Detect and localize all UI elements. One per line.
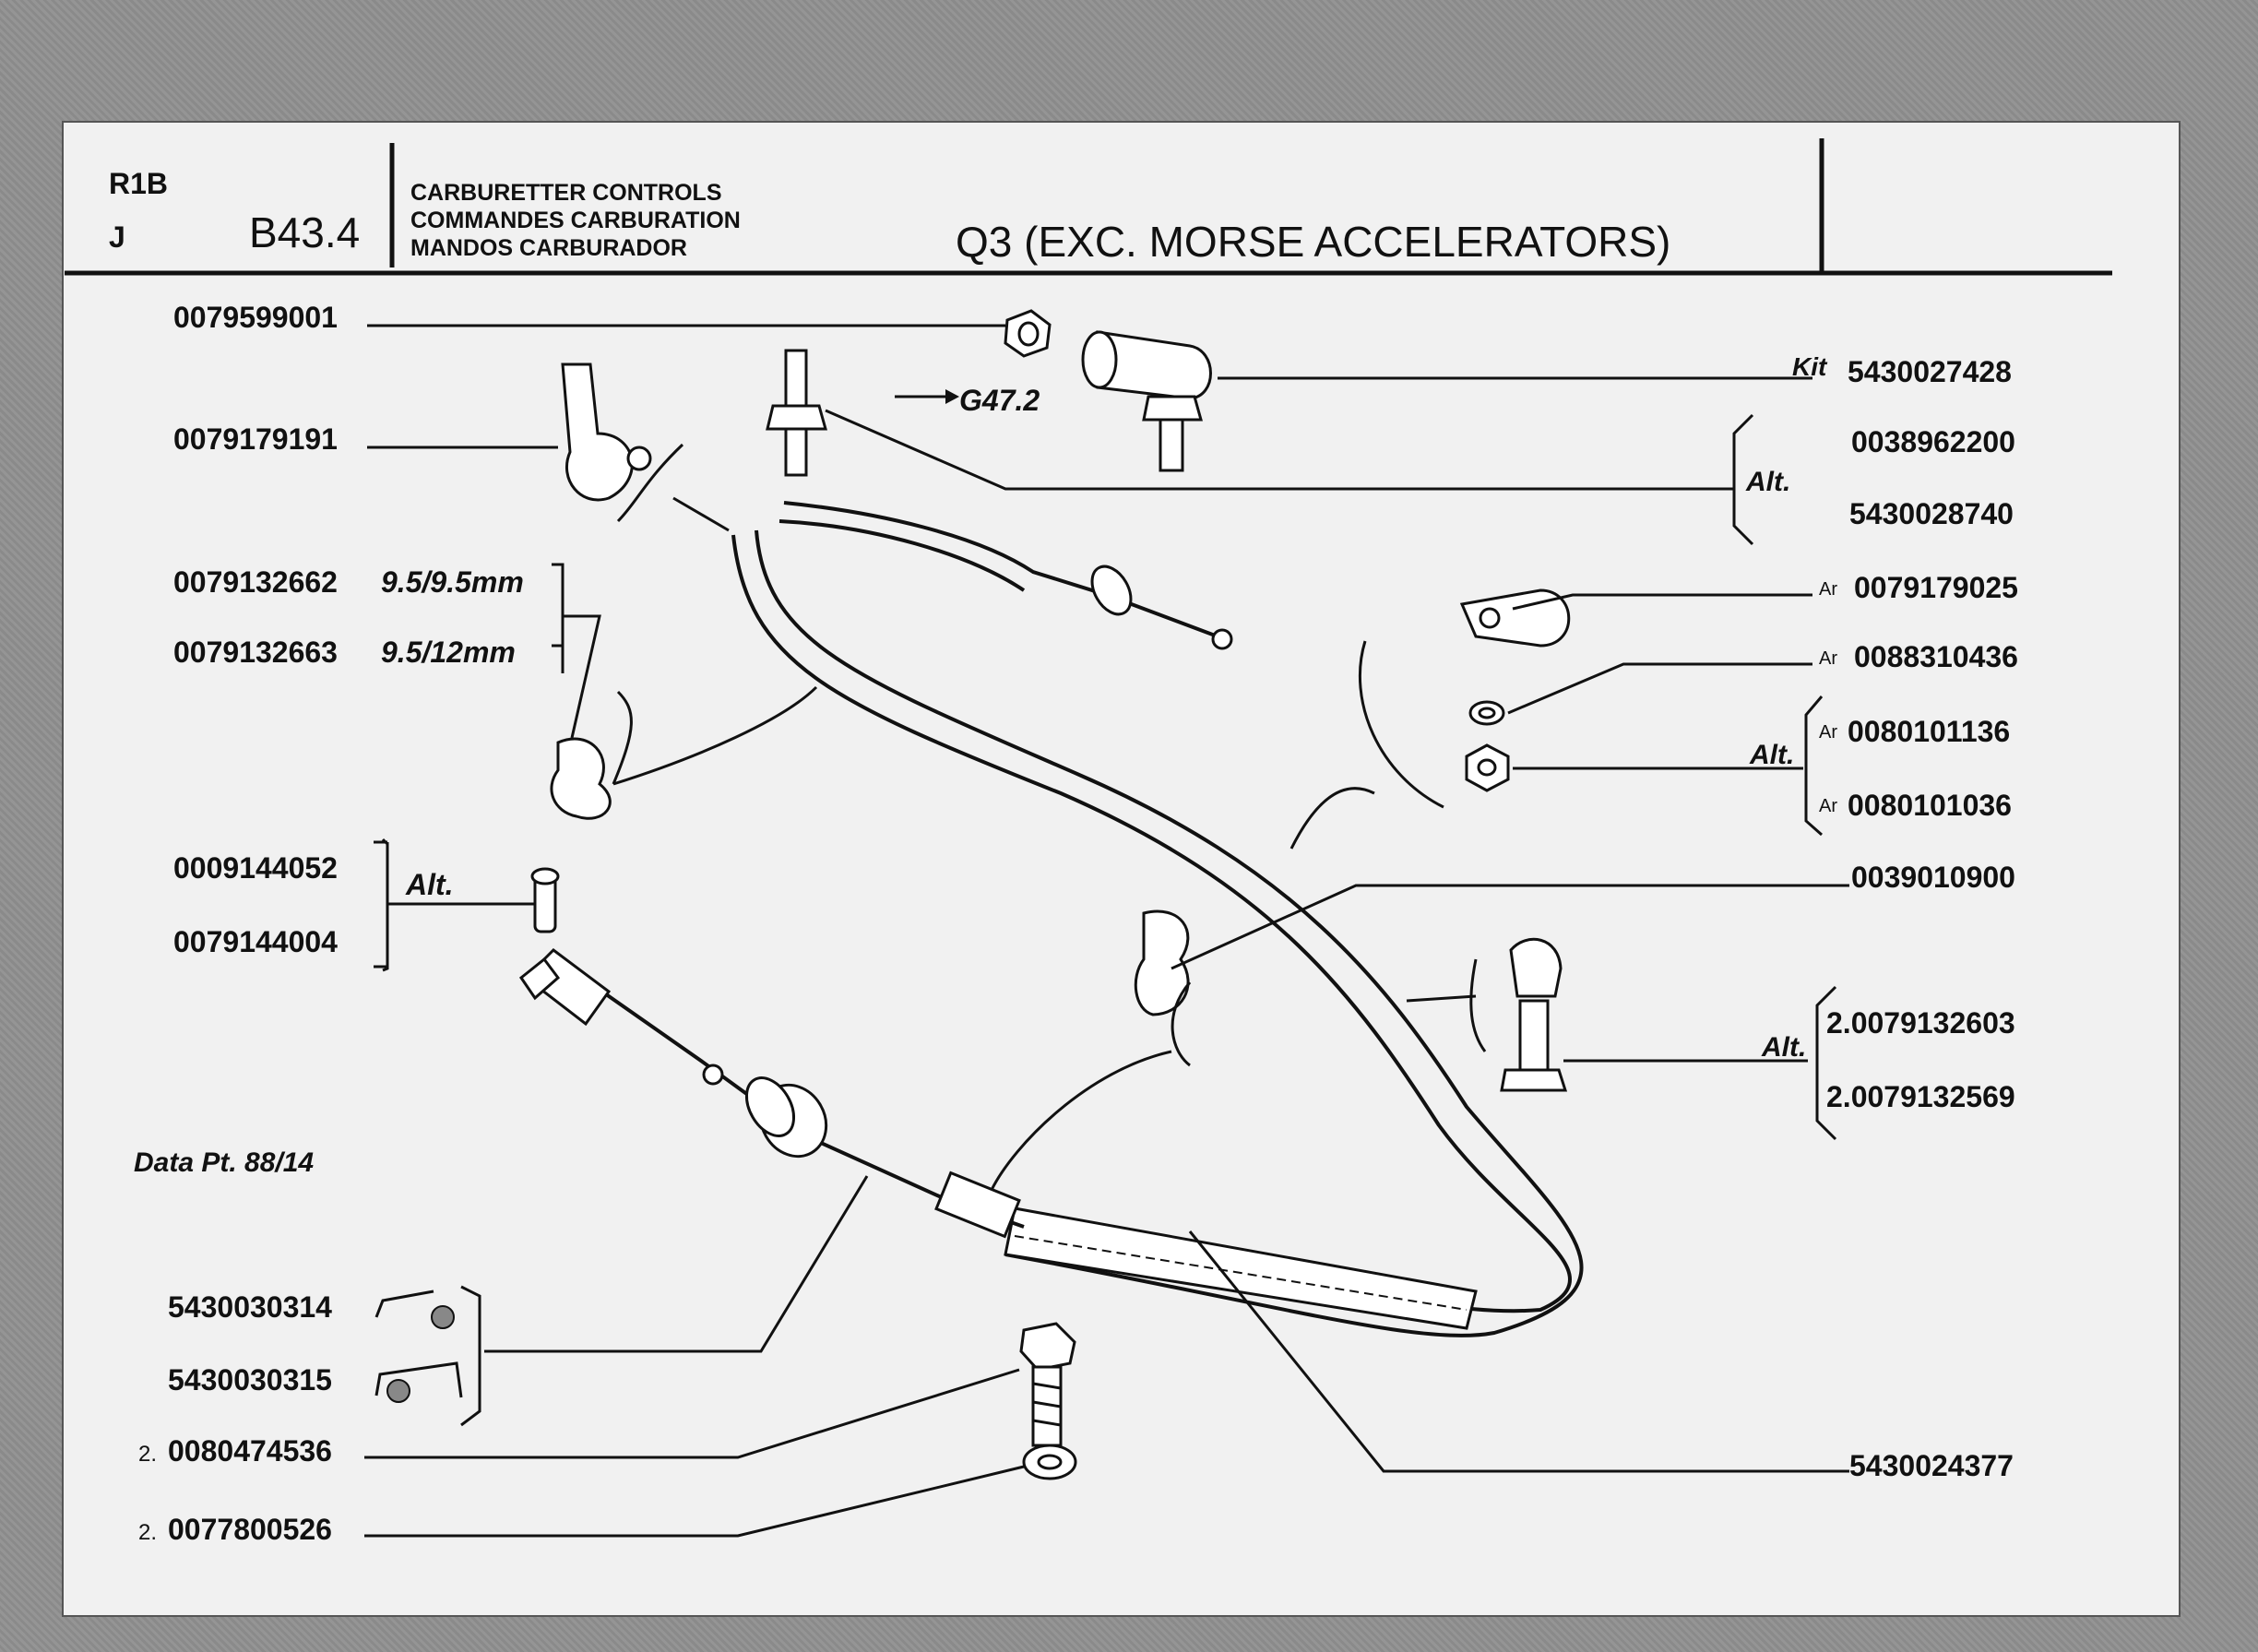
title-fr: COMMANDES CARBURATION	[410, 208, 741, 233]
plate-number: B43.4	[249, 208, 360, 256]
kit-label: Kit	[1792, 352, 1828, 381]
part-label-p5: 0009144052	[173, 851, 338, 885]
part-label-r1: 5430027428	[1848, 355, 2012, 388]
title-en: CARBURETTER CONTROLS	[410, 180, 722, 206]
ar-label-r7: Ar	[1819, 796, 1837, 816]
ar-label-r6: Ar	[1819, 722, 1837, 743]
part-label-p1: 0079599001	[173, 301, 338, 334]
left-labels: 0079599001 0079179191 0079132662 9.5/9.5…	[134, 301, 524, 1546]
part-label-p4: 0079132663	[173, 636, 338, 669]
part-label-p9: 0080474536	[168, 1434, 332, 1468]
part-label-p3: 0079132662	[173, 565, 338, 599]
part-label-r8: 0039010900	[1851, 861, 2015, 894]
alt-label-r67: Alt.	[1749, 740, 1794, 770]
model-title: Q3 (EXC. MORSE ACCELERATORS)	[956, 218, 1670, 266]
part-prefix-p10: 2.	[138, 1520, 157, 1545]
part-label-r3: 5430028740	[1849, 497, 2014, 530]
title-es: MANDOS CARBURADOR	[410, 235, 687, 261]
ar-label-r4: Ar	[1819, 579, 1837, 600]
part-label-r4: 0079179025	[1854, 571, 2018, 604]
cross-reference-g47-2: G47.2	[959, 384, 1040, 417]
right-labels: Kit 5430027428 0038962200 Alt. 543002874…	[1745, 352, 2018, 1482]
part-label-r10: 2.0079132569	[1826, 1080, 2015, 1113]
header: R1B J B43.4 CARBURETTER CONTROLS COMMAND…	[65, 138, 2112, 276]
part-label-r11: 5430024377	[1849, 1449, 2014, 1482]
header-row2: J	[109, 220, 125, 254]
part-label-p6: 0079144004	[173, 925, 338, 958]
data-point-label: Data Pt. 88/14	[134, 1147, 314, 1178]
part-label-r9: 2.0079132603	[1826, 1006, 2015, 1040]
alt-label-left: Alt.	[405, 868, 454, 901]
part-prefix-p9: 2.	[138, 1442, 157, 1467]
part-label-r5: 0088310436	[1854, 640, 2018, 673]
part-label-r2: 0038962200	[1851, 425, 2015, 458]
part-note-p4: 9.5/12mm	[381, 636, 516, 669]
part-label-r6: 0080101136	[1848, 715, 2010, 748]
ar-label-r5: Ar	[1819, 648, 1837, 669]
part-label-p8: 5430030315	[168, 1363, 332, 1396]
part-note-p3: 9.5/9.5mm	[381, 565, 524, 599]
alt-label-r23: Alt.	[1745, 467, 1790, 497]
alt-label-r910: Alt.	[1761, 1032, 1806, 1063]
part-label-p7: 5430030314	[168, 1290, 332, 1324]
parts-drawings	[374, 309, 1571, 1480]
part-label-p10: 0077800526	[168, 1513, 332, 1546]
part-label-r7: 0080101036	[1848, 789, 2012, 822]
header-row1: R1B	[109, 167, 168, 200]
main-cable	[518, 501, 1584, 1337]
part-label-p2: 0079179191	[173, 422, 338, 456]
leader-lines	[364, 324, 1849, 1538]
